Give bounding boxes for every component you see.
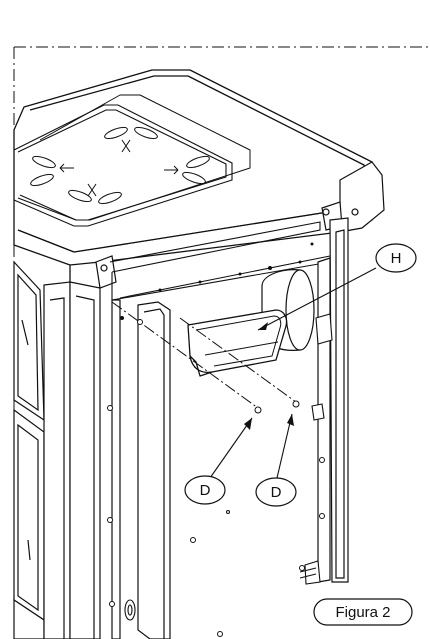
- callout-d-left-label: D: [200, 482, 211, 499]
- left-bracket: [95, 255, 117, 289]
- component-h-deflector: [187, 309, 288, 377]
- left-column-post: [43, 281, 101, 639]
- callout-d-left: D: [184, 417, 253, 505]
- left-side-panels: [13, 260, 45, 639]
- callout-d-right-label: D: [271, 484, 282, 501]
- callout-h-label: H: [391, 250, 402, 267]
- bottom-hinge: [124, 599, 136, 621]
- screw-alignment-lines: [111, 301, 297, 409]
- screw-points: [137, 319, 300, 414]
- callout-d-right: D: [255, 413, 297, 507]
- leaf-markings: [30, 126, 210, 205]
- figure-label: Figura 2: [313, 598, 413, 626]
- top-panel-plate: [13, 104, 233, 227]
- figure-label-text: Figura 2: [335, 604, 390, 621]
- back-panel-rails: [111, 217, 349, 639]
- right-clip: [299, 313, 333, 585]
- callout-h: H: [257, 243, 417, 331]
